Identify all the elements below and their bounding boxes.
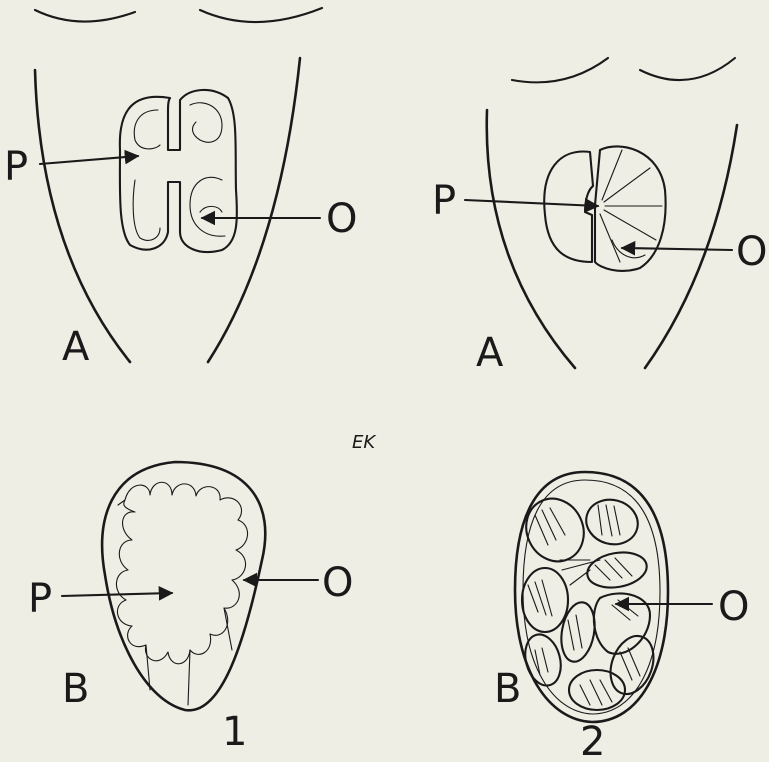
panel-bottom-left: P O B 1 [28, 462, 353, 755]
top-left-body-right-wall [208, 58, 300, 362]
bottom-right-cell-5 [557, 600, 599, 665]
top-right-label-stage: A [476, 330, 504, 376]
bottom-left-label-p: P [28, 576, 52, 622]
top-right-inner-left-lobe [544, 152, 593, 262]
top-left-label-stage: A [62, 324, 90, 370]
bottom-right-cell-7 [603, 630, 661, 700]
bottom-left-label-o: O [322, 560, 353, 606]
top-left-body-left-wall [35, 70, 130, 362]
top-right-outline-arc-right [640, 58, 735, 80]
top-right-p-arrow [465, 200, 598, 206]
artist-signature: EK [352, 432, 376, 453]
bottom-left-inner-wall-link-2 [188, 650, 190, 705]
bottom-right-cell-4 [522, 568, 568, 632]
panel-bottom-right: O B 2 [494, 472, 749, 762]
bottom-right-cell-2 [581, 494, 643, 550]
bottom-right-cell-3 [585, 548, 650, 592]
top-left-label-p: P [4, 144, 28, 190]
top-right-label-p: P [432, 178, 456, 224]
bottom-left-p-arrow [62, 593, 172, 596]
top-right-fan-ray-5 [600, 214, 620, 262]
top-left-outline-arc-right [200, 8, 322, 22]
bottom-right-label-number: 2 [580, 719, 605, 762]
top-right-label-o: O [736, 229, 767, 275]
bottom-right-label-o: O [718, 584, 749, 630]
bottom-right-label-stage: B [494, 666, 521, 712]
top-right-fan-ray-2 [604, 168, 650, 202]
top-left-label-o: O [326, 196, 357, 242]
top-left-lobe-lower-right-inner [200, 206, 222, 212]
top-left-lobe-upper-right [190, 103, 222, 142]
top-left-lobe-upper-left [134, 110, 160, 149]
top-right-fan-ray-4 [604, 210, 656, 240]
top-right-inner-fan [595, 146, 666, 271]
top-left-p-arrow [40, 156, 138, 164]
bottom-left-label-stage: B [62, 666, 89, 712]
bottom-left-label-number: 1 [222, 709, 247, 755]
bottom-left-scalloped-wall [116, 482, 247, 664]
bottom-right-cell-1 [516, 489, 594, 571]
bottom-left-outline [102, 462, 265, 710]
panel-top-right: P O A [432, 58, 767, 376]
top-right-outline-arc-left [512, 58, 608, 82]
top-left-lobe-lower-left [133, 180, 160, 240]
top-right-fan-ray-1 [602, 150, 622, 200]
top-right-o-arrow [622, 248, 732, 250]
top-left-outline-arc-left [35, 10, 135, 22]
panel-top-left: P O A [4, 8, 357, 370]
